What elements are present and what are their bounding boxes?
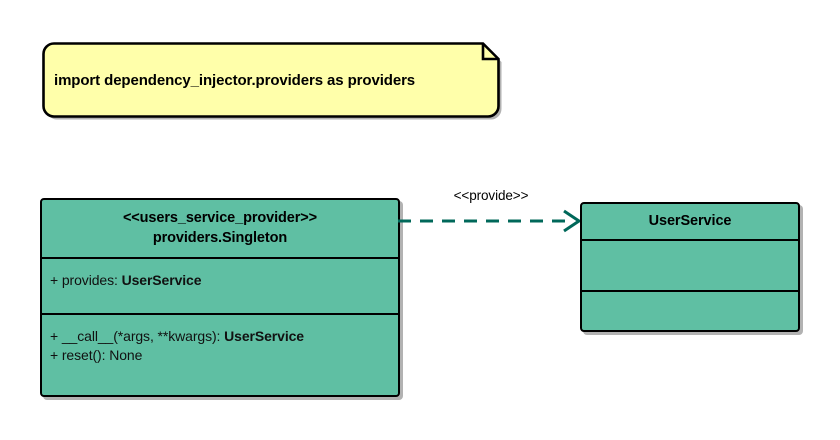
attribute-label: + provides: xyxy=(50,272,122,288)
class-name: providers.Singleton xyxy=(152,229,288,246)
class-header-userservice: UserService xyxy=(582,204,798,239)
attribute-row: + provides: UserService xyxy=(50,271,398,290)
class-operations-userservice xyxy=(582,290,798,329)
class-stereotype: <<users_service_provider>> xyxy=(122,210,318,227)
operation-row: + __call__(*args, **kwargs): UserService xyxy=(50,327,398,346)
class-operations-users-service-provider: + __call__(*args, **kwargs): UserService… xyxy=(42,313,398,394)
relation-provide[interactable]: <<provide>> xyxy=(396,188,586,233)
relation-label-provide: <<provide>> xyxy=(453,188,529,203)
class-box-users-service-provider[interactable]: <<users_service_provider>> providers.Sin… xyxy=(40,198,400,397)
import-note[interactable]: import dependency_injector.providers as … xyxy=(40,40,502,120)
import-note-text: import dependency_injector.providers as … xyxy=(54,71,416,89)
operation-return-type: UserService xyxy=(224,328,304,344)
class-attributes-users-service-provider: + provides: UserService xyxy=(42,257,398,313)
class-attributes-userservice xyxy=(582,239,798,290)
operation-label: + reset(): None xyxy=(50,347,143,364)
note-shape xyxy=(42,42,502,120)
class-box-userservice[interactable]: UserService xyxy=(580,202,800,332)
relation-arrow-provide xyxy=(398,209,582,233)
operation-label: + __call__(*args, **kwargs): xyxy=(50,328,225,344)
operation-row: + reset(): None xyxy=(50,346,398,365)
attribute-type: UserService xyxy=(121,272,202,288)
class-name: UserService xyxy=(648,212,732,229)
class-header-users-service-provider: <<users_service_provider>> providers.Sin… xyxy=(42,200,398,257)
